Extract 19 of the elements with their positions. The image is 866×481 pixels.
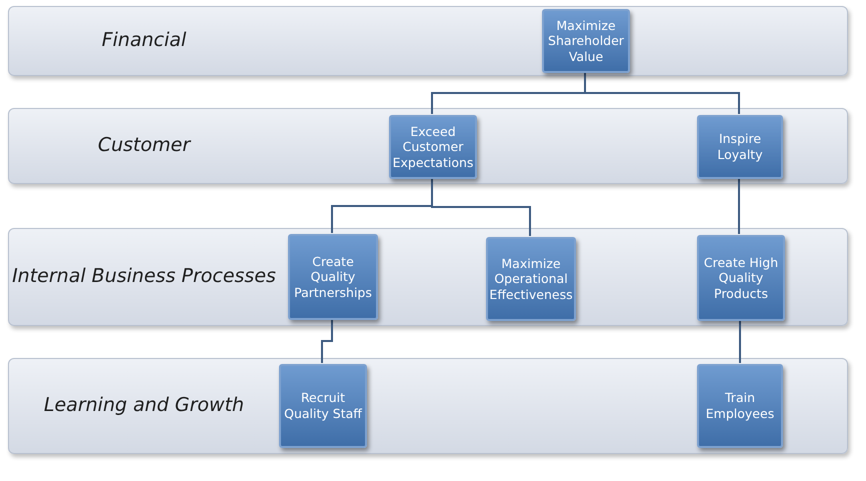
objective-box: Create High Quality Products [697, 235, 785, 321]
objective-box: Create Quality Partnerships [288, 234, 378, 320]
connector-line [738, 178, 740, 234]
connector-line [321, 319, 333, 363]
objective-box: Inspire Loyalty [697, 115, 783, 179]
connector-line [739, 320, 741, 363]
objective-box: Maximize Operational Effectiveness [486, 237, 576, 321]
row-band [8, 6, 848, 76]
perspective-label: Financial [100, 28, 188, 54]
perspective-label: Customer [96, 133, 192, 158]
row-band [8, 228, 848, 326]
objective-box: Maximize Shareholder Value [542, 9, 630, 73]
perspective-label: Internal Business Processes [11, 264, 277, 290]
row-band [8, 108, 848, 184]
objective-box: Recruit Quality Staff [279, 364, 367, 448]
objective-box: Exceed Customer Expectations [389, 115, 477, 179]
perspective-label: Learning and Growth [42, 393, 246, 418]
objective-box: Train Employees [697, 364, 783, 448]
row-band [8, 358, 848, 454]
